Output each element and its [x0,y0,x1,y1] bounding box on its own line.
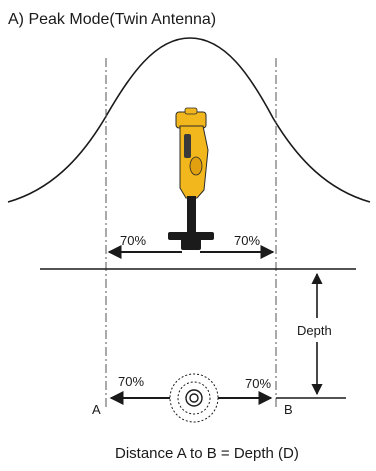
depth-label: Depth [297,323,332,338]
pct-label-bottom-right: 70% [245,376,271,391]
point-a-label: A [92,402,101,417]
pct-label-top-left: 70% [120,233,146,248]
diagram-caption: Distance A to B = Depth (D) [115,445,299,462]
locator-device [168,107,214,250]
pct-label-top-right: 70% [234,233,260,248]
signal-peak-curve [7,37,371,203]
pct-label-bottom-left: 70% [118,374,144,389]
diagram-title: A) Peak Mode(Twin Antenna) [8,11,216,28]
buried-cable-symbol [169,373,219,423]
depth-label-bg [294,318,340,342]
point-b-label: B [284,402,293,417]
